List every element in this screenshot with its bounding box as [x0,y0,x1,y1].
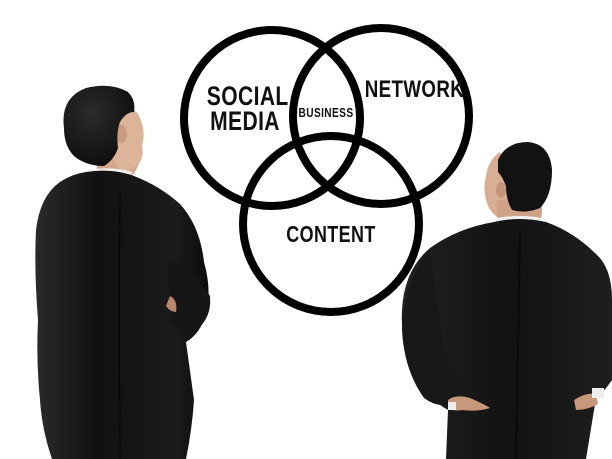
label-business: BUSINESS [298,105,354,120]
circle-content [239,132,423,316]
right-man-right-cuff [592,388,604,398]
left-man-ear [115,125,127,143]
right-man-left-hand [448,396,490,411]
label-network: NETWORK [364,76,465,103]
label-social-line2: MEDIA [210,105,280,136]
right-man-hair [498,142,552,212]
left-man-hair [63,85,135,166]
circle-network [289,24,473,208]
left-man-elbow [168,260,211,331]
label-social-line1: SOCIAL [206,81,289,111]
circle-social-media [180,26,364,210]
right-man-left-cuff [448,402,456,410]
label-social-media: SOCIAL MEDIA [206,81,289,136]
left-man-jacket [35,170,209,459]
label-content: CONTENT [286,221,376,247]
right-man-ear [496,182,506,198]
right-man-left-arm [402,250,460,406]
left-man-hand [166,296,177,312]
